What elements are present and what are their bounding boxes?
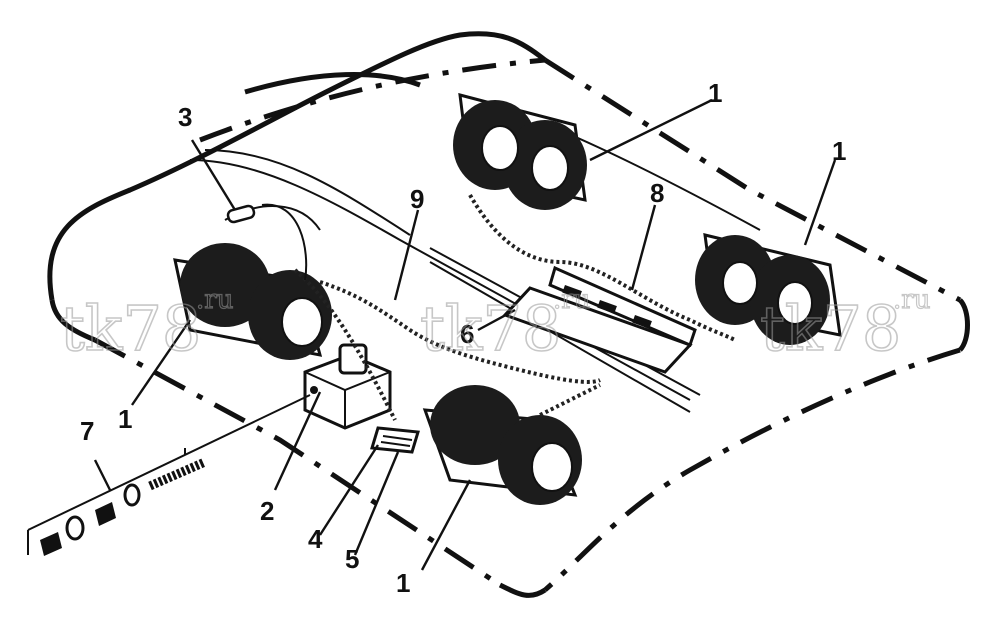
watermark-center: tk78 — [420, 292, 561, 365]
watermark-center-domain: .ru — [553, 285, 590, 315]
callout-4: 4 — [308, 524, 323, 554]
callout-5: 5 — [345, 544, 359, 574]
callout-labels: 1 1 1 1 2 3 4 5 6 7 8 9 — [80, 78, 846, 598]
watermark-left-domain: .ru — [196, 285, 233, 315]
callout-6: 6 — [460, 319, 474, 349]
watermark-right: tk78 — [760, 292, 901, 365]
hardware-kit — [27, 394, 311, 556]
temperature-sensor — [226, 204, 256, 224]
blower-unit-top-right — [695, 233, 842, 345]
callout-2: 2 — [260, 496, 274, 526]
watermark-group: tk78 .ru tk78 .ru tk78 .ru — [59, 284, 931, 365]
callout-7: 7 — [80, 416, 94, 446]
callout-8: 8 — [650, 178, 664, 208]
wire-harness — [261, 194, 736, 421]
blower-unit-left — [173, 243, 332, 360]
callout-1-top-center: 1 — [708, 78, 722, 108]
blower-unit-bottom — [422, 385, 582, 505]
callout-3: 3 — [178, 102, 192, 132]
watermark-right-domain: .ru — [893, 285, 930, 315]
leader-lines — [93, 98, 837, 571]
callout-1-bottom: 1 — [396, 568, 410, 598]
watermark-left: tk78 — [60, 292, 201, 365]
relay-box — [303, 343, 392, 430]
callout-9: 9 — [410, 184, 424, 214]
callout-1-top-right: 1 — [832, 136, 846, 166]
connector-block — [370, 426, 420, 454]
callout-1-left: 1 — [118, 404, 132, 434]
control-board — [502, 265, 697, 374]
blower-unit-top-center — [453, 92, 587, 210]
